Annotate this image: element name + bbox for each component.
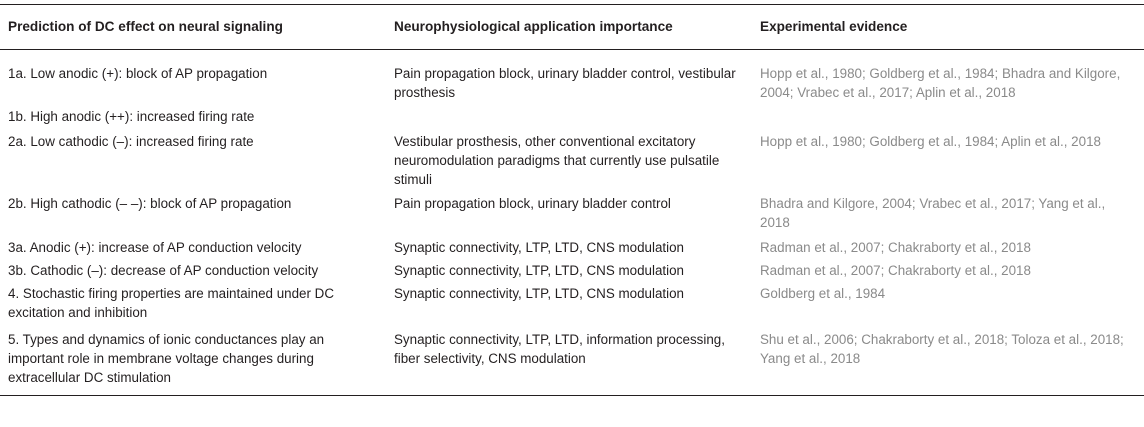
prediction-cell: 2a. Low cathodic (–): increased firing r… <box>8 134 254 149</box>
importance-cell: Synaptic connectivity, LTP, LTD, informa… <box>394 332 725 366</box>
evidence-cell: Hopp et al., 1980; Goldberg et al., 1984… <box>760 134 1101 149</box>
importance-cell: Synaptic connectivity, LTP, LTD, CNS mod… <box>394 286 685 301</box>
importance-cell <box>386 102 752 126</box>
header-evidence: Experimental evidence <box>760 19 908 34</box>
evidence-cell: Radman et al., 2007; Chakraborty et al.,… <box>760 263 1031 278</box>
prediction-cell: 4. Stochastic firing properties are main… <box>8 286 335 320</box>
table-row: 2b. High cathodic (– –): block of AP pro… <box>0 189 1144 232</box>
table-row: 3b. Cathodic (–): decrease of AP conduct… <box>0 257 1144 280</box>
prediction-cell: 5. Types and dynamics of ionic conductan… <box>8 332 325 385</box>
prediction-cell: 1b. High anodic (++): increased firing r… <box>8 109 255 124</box>
importance-cell: Synaptic connectivity, LTP, LTD, CNS mod… <box>394 263 685 278</box>
prediction-cell: 3b. Cathodic (–): decrease of AP conduct… <box>8 263 319 278</box>
table-row: 5. Types and dynamics of ionic conductan… <box>0 322 1144 396</box>
importance-cell: Pain propagation block, urinary bladder … <box>394 196 671 211</box>
importance-cell: Vestibular prosthesis, other conventiona… <box>394 134 720 187</box>
evidence-cell <box>752 102 1144 126</box>
table-row: 2a. Low cathodic (–): increased firing r… <box>0 126 1144 189</box>
header-row: Prediction of DC effect on neural signal… <box>0 4 1144 50</box>
table-row: 1a. Low anodic (+): block of AP propagat… <box>0 50 1144 103</box>
header-prediction: Prediction of DC effect on neural signal… <box>8 19 283 34</box>
table-body: 1a. Low anodic (+): block of AP propagat… <box>0 50 1144 396</box>
header-importance: Neurophysiological application importanc… <box>394 19 673 34</box>
table-header: Prediction of DC effect on neural signal… <box>0 4 1144 50</box>
table-row: 1b. High anodic (++): increased firing r… <box>0 102 1144 126</box>
evidence-cell: Radman et al., 2007; Chakraborty et al.,… <box>760 240 1031 255</box>
evidence-cell: Shu et al., 2006; Chakraborty et al., 20… <box>760 332 1124 366</box>
importance-cell: Synaptic connectivity, LTP, LTD, CNS mod… <box>394 240 685 255</box>
evidence-cell: Hopp et al., 1980; Goldberg et al., 1984… <box>760 66 1121 100</box>
prediction-cell: 2b. High cathodic (– –): block of AP pro… <box>8 196 292 211</box>
evidence-cell: Bhadra and Kilgore, 2004; Vrabec et al.,… <box>760 196 1106 230</box>
prediction-cell: 3a. Anodic (+): increase of AP conductio… <box>8 240 302 255</box>
dc-effects-table: Prediction of DC effect on neural signal… <box>0 4 1144 396</box>
evidence-cell: Goldberg et al., 1984 <box>760 286 886 301</box>
importance-cell: Pain propagation block, urinary bladder … <box>394 66 736 100</box>
table-row: 4. Stochastic firing properties are main… <box>0 280 1144 322</box>
table-row: 3a. Anodic (+): increase of AP conductio… <box>0 232 1144 257</box>
prediction-cell: 1a. Low anodic (+): block of AP propagat… <box>8 66 268 81</box>
